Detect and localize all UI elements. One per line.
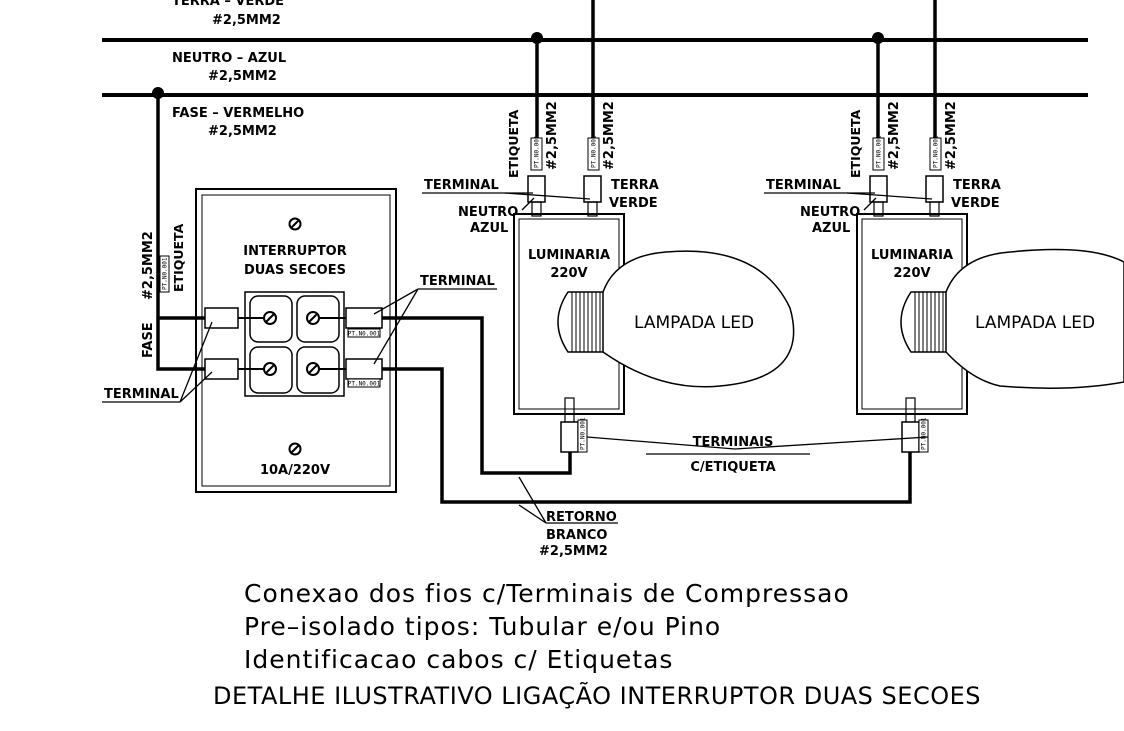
luminaire-neutro-gauge: #2,5MM2 [545, 101, 560, 170]
terminal-block [583, 175, 602, 203]
switch-title-line2: DUAS SECOES [244, 263, 346, 278]
luminaire-neutro-gauge: #2,5MM2 [887, 101, 902, 170]
note-line-3: Identificacao cabos c/ Etiquetas [244, 645, 673, 674]
luminaire-neutro-label2: AZUL [470, 221, 508, 236]
tag-label [872, 137, 885, 171]
tag-label [347, 378, 381, 388]
tag-code: PT.N0.001 [162, 257, 169, 290]
luminaire-tag-label: ETIQUETA [506, 109, 521, 178]
luminaire-terminal-label: TERMINAL [424, 178, 499, 193]
terminal-screw-icon [306, 362, 320, 376]
tag-label [929, 137, 942, 171]
terminal-screw-icon [306, 311, 320, 325]
retorno-wire-2 [382, 367, 912, 504]
terminal-block [901, 421, 920, 453]
luminaire-neutro-label1: NEUTRO [800, 205, 860, 220]
luminaire-terra-label2: VERDE [609, 196, 658, 211]
terminal-block [560, 421, 579, 453]
luminaire-2: LUMINARIA 220V PT.N0.001 PT.N0.001 ETIQU… [764, 101, 1124, 453]
terminal-block [345, 358, 383, 380]
screw-icon [288, 217, 302, 231]
luminaire-title-line2: 220V [550, 266, 587, 281]
fase-bus-gauge: #2,5MM2 [208, 124, 277, 139]
diagram-title: DETALHE ILUSTRATIVO LIGAÇÃO INTERRUPTOR … [213, 680, 981, 710]
retorno-wire-1 [382, 316, 572, 475]
tag-code: PT.N0.001 [876, 135, 883, 168]
luminaire-title-line1: LUMINARIA [528, 248, 610, 263]
terminal-block [204, 358, 239, 380]
tag-label [577, 419, 588, 453]
tag-label [587, 137, 600, 171]
retorno-label-line1: RETORNO [546, 510, 617, 525]
note-line-2: Pre–isolado tipos: Tubular e/ou Pino [244, 612, 721, 641]
tag-code: PT.N0.001 [933, 135, 940, 168]
terminais-label-line1: TERMINAIS [693, 435, 774, 450]
luminaire-tag-label: ETIQUETA [848, 109, 863, 178]
neutro-bus-gauge: #2,5MM2 [208, 69, 277, 84]
switch-terminal-right-label: TERMINAL [420, 274, 495, 289]
junction-dot [531, 32, 543, 44]
led-lamp-icon [900, 248, 1124, 389]
tag-code: PT.N0.001 [580, 417, 587, 450]
terra-bus-gauge: #2,5MM2 [212, 13, 281, 28]
screw-icon [288, 442, 302, 456]
terminal-block [204, 307, 239, 329]
junction-dot [872, 32, 884, 44]
terminal-screw-icon [263, 311, 277, 325]
switch-plate: INTERRUPTOR DUAS SECOES 10A/220V [195, 188, 397, 493]
terra-bus-label: TERRA – VERDE [172, 0, 284, 9]
terminal-block [869, 175, 888, 203]
retorno-label-line3: #2,5MM2 [539, 544, 608, 559]
terminal-screw-icon [263, 362, 277, 376]
terminal-block [527, 175, 546, 203]
tag-code: PT.N0.001 [348, 331, 381, 338]
neutro-bus-label: NEUTRO – AZUL [172, 51, 286, 66]
tag-label [159, 255, 170, 293]
tag-code: PT.N0.001 [534, 135, 541, 168]
switch-rating: 10A/220V [260, 463, 330, 478]
luminaire-1: LUMINARIA 220V PT.N0.001 PT.N0.001 ETIQU… [422, 101, 795, 453]
switch-fase-gauge: #2,5MM2 [141, 231, 156, 300]
luminaire-terminal-label: TERMINAL [766, 178, 841, 193]
switch-fase-label: FASE [141, 322, 156, 358]
bus-lines [102, 0, 1088, 368]
retorno-label-line2: BRANCO [546, 528, 607, 543]
tag-code: PT.N0.001 [348, 381, 381, 388]
tag-label [918, 419, 929, 453]
tag-code: PT.N0.001 [921, 417, 928, 450]
junction-dot [152, 87, 164, 99]
switch-title-line1: INTERRUPTOR [243, 244, 347, 259]
luminaire-title-line2: 220V [893, 266, 930, 281]
luminaire-terra-gauge: #2,5MM2 [944, 101, 959, 170]
luminaire-terra-label1: TERRA [611, 178, 659, 193]
switch-fase-tag: ETIQUETA [171, 223, 186, 292]
luminaire-terra-gauge: #2,5MM2 [602, 101, 617, 170]
luminaire-neutro-label1: NEUTRO [458, 205, 518, 220]
led-lamp-icon [557, 250, 795, 388]
fase-bus-label: FASE – VERMELHO [172, 106, 304, 121]
switch-terminal-left-label: TERMINAL [104, 387, 179, 402]
terminal-block [345, 307, 383, 329]
lamp-label: LAMPADA LED [634, 313, 754, 333]
tag-label [530, 137, 543, 171]
tag-code: PT.N0.001 [591, 135, 598, 168]
terminais-label-line2: C/ETIQUETA [690, 460, 775, 475]
tag-label [347, 328, 381, 338]
luminaire-title-line1: LUMINARIA [871, 248, 953, 263]
terminal-block [925, 175, 944, 203]
luminaire-terra-label2: VERDE [951, 196, 1000, 211]
luminaire-neutro-label2: AZUL [812, 221, 850, 236]
note-line-1: Conexao dos fios c/Terminais de Compress… [244, 579, 850, 608]
luminaire-terra-label1: TERRA [953, 178, 1001, 193]
lamp-label: LAMPADA LED [975, 313, 1095, 333]
